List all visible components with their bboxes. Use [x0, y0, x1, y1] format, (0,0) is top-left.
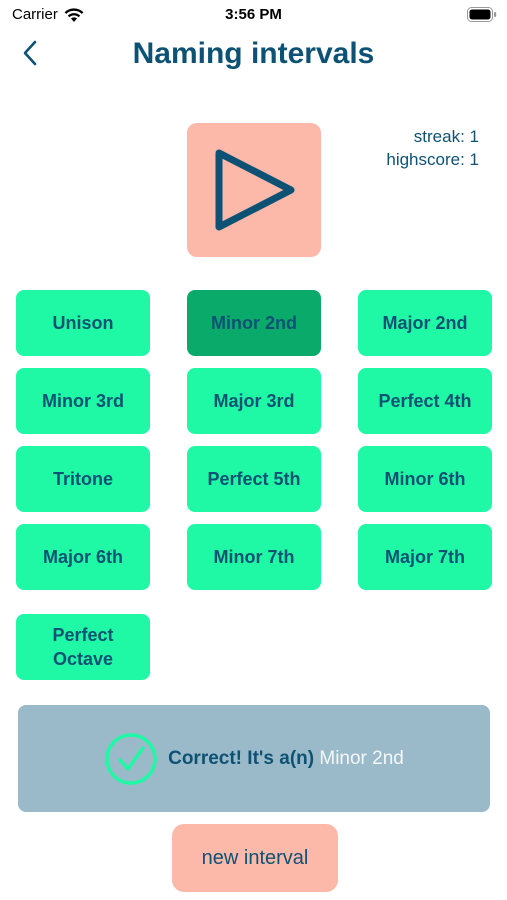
interval-button-major-3rd[interactable]: Major 3rd	[187, 368, 321, 434]
interval-button-unison[interactable]: Unison	[16, 290, 150, 356]
feedback-panel: Correct! It's a(n) Minor 2nd	[18, 705, 490, 812]
streak-label: streak: 1	[413, 127, 479, 146]
interval-button-major-7th[interactable]: Major 7th	[358, 524, 492, 590]
interval-button-major-2nd[interactable]: Major 2nd	[358, 290, 492, 356]
interval-button-perfect-octave[interactable]: Perfect Octave	[16, 614, 150, 680]
play-button[interactable]	[187, 123, 321, 257]
carrier-info: Carrier	[12, 6, 84, 23]
play-icon	[215, 149, 295, 231]
status-bar: Carrier 3:56 PM	[0, 0, 507, 32]
battery-icon	[467, 7, 497, 22]
interval-grid: Unison Minor 2nd Major 2nd Minor 3rd Maj…	[16, 290, 492, 680]
page-title: Naming intervals	[132, 37, 375, 70]
interval-button-minor-2nd[interactable]: Minor 2nd	[187, 290, 321, 356]
wifi-icon	[64, 7, 84, 22]
score-stats: streak: 1 highscore: 1	[386, 125, 479, 171]
interval-button-perfect-4th[interactable]: Perfect 4th	[358, 368, 492, 434]
interval-button-major-6th[interactable]: Major 6th	[16, 524, 150, 590]
highscore-label: highscore: 1	[386, 150, 479, 169]
interval-button-minor-3rd[interactable]: Minor 3rd	[16, 368, 150, 434]
new-interval-button[interactable]: new interval	[172, 824, 338, 892]
interval-button-perfect-5th[interactable]: Perfect 5th	[187, 446, 321, 512]
feedback-answer: Minor 2nd	[319, 747, 404, 769]
check-circle-icon	[105, 732, 157, 785]
carrier-label: Carrier	[12, 6, 58, 23]
interval-button-minor-7th[interactable]: Minor 7th	[187, 524, 321, 590]
interval-button-tritone[interactable]: Tritone	[16, 446, 150, 512]
feedback-message: Correct! It's a(n) Minor 2nd	[168, 748, 404, 770]
feedback-prefix: Correct! It's a(n)	[168, 747, 315, 769]
chevron-left-icon	[23, 40, 37, 66]
back-button[interactable]	[14, 36, 46, 70]
status-time: 3:56 PM	[225, 6, 282, 23]
interval-button-minor-6th[interactable]: Minor 6th	[358, 446, 492, 512]
